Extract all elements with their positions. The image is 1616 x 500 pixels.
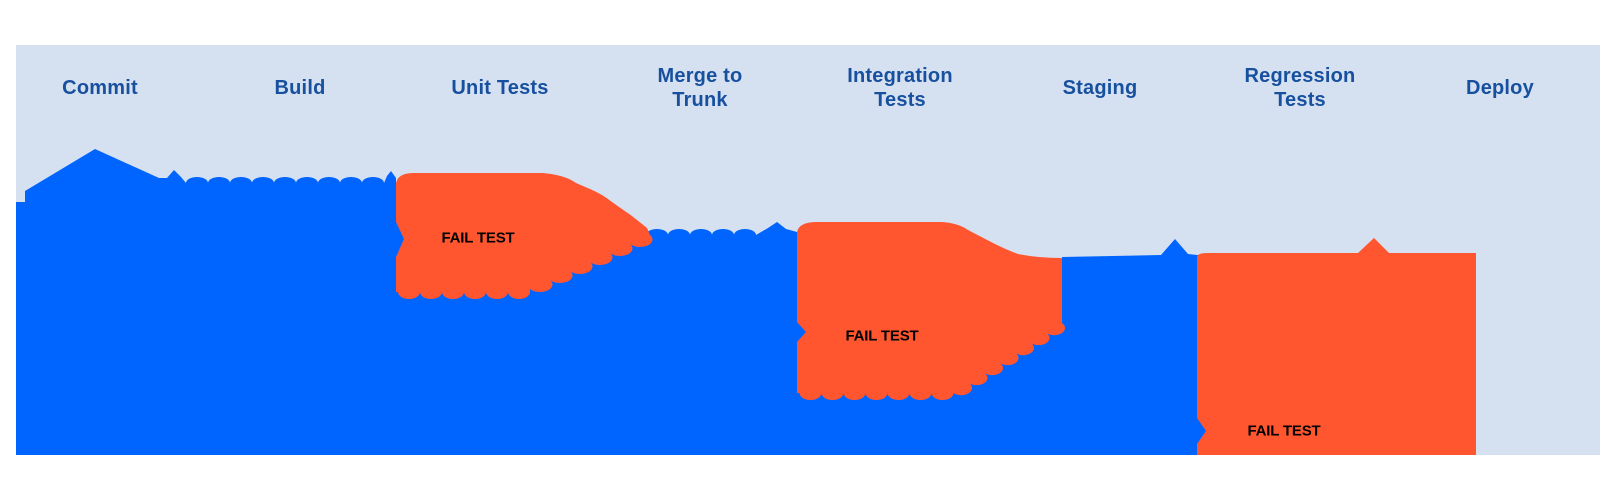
stage-label-commit: Commit: [62, 77, 138, 99]
fail-test-blob-unit-tests: [396, 173, 653, 299]
stage-label-integration-tests: Integration Tests: [847, 65, 953, 111]
stage-label-staging: Staging: [1062, 77, 1138, 99]
stage-label-regression-tests: Regression Tests: [1244, 65, 1356, 111]
stage-label-deploy: Deploy: [1466, 77, 1534, 99]
stage-label-unit-tests: Unit Tests: [451, 77, 549, 99]
fail-test-label-unit-tests: FAIL TEST: [441, 229, 515, 247]
fail-test-blob-regression-tests: [1197, 238, 1476, 455]
stage-label-merge-to-trunk: Merge to Trunk: [657, 65, 743, 111]
pipeline-panel: Commit Build Unit Tests Merge to Trunk I…: [16, 45, 1600, 455]
stage-labels-row: Commit Build Unit Tests Merge to Trunk I…: [0, 62, 1600, 114]
fail-test-label-regression-tests: FAIL TEST: [1247, 422, 1321, 440]
stage-label-build: Build: [274, 77, 326, 99]
fail-test-blob-integration-tests: [797, 222, 1066, 400]
pipeline-flow-svg: [16, 45, 1600, 455]
delivery-flow-shape: [16, 149, 1476, 455]
fail-test-label-integration-tests: FAIL TEST: [845, 327, 919, 345]
